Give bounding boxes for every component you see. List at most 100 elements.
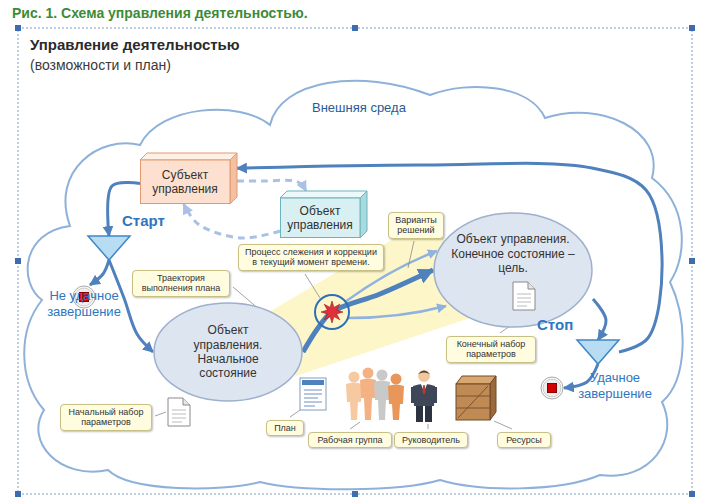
box-top-face (140, 153, 237, 160)
end-icon: Не удачное завершение (72, 285, 96, 309)
region-label: Внешняя среда (312, 100, 406, 116)
callout-text: Рабочая группа (312, 435, 388, 445)
frame-handle (689, 25, 695, 31)
person-head (377, 370, 388, 381)
document-line (172, 410, 186, 411)
crate-top (456, 376, 496, 384)
document-line (172, 422, 182, 423)
callout-box: Руководитель (394, 432, 468, 448)
leader-line (494, 421, 512, 429)
document-line (517, 294, 531, 295)
document-icon (513, 282, 535, 310)
document-line (517, 306, 527, 307)
plan-line (304, 393, 322, 395)
callout-box: Ресурсы (497, 432, 551, 448)
person-head (391, 374, 402, 385)
triangle-marker (88, 236, 130, 260)
frame-handle (352, 25, 358, 31)
document-line (172, 414, 186, 415)
stop-button-ring (541, 377, 563, 399)
person-body (388, 385, 404, 421)
box-side-face (230, 153, 237, 204)
document-icon (168, 398, 190, 426)
frame-handle (689, 258, 695, 264)
person-body (346, 383, 362, 421)
frame-handle (689, 491, 695, 497)
box-label: Субъект управления (140, 168, 230, 197)
node-outline (540, 376, 564, 400)
flow-triangle: Старт (88, 236, 130, 260)
person-head (349, 372, 360, 383)
plan-header (302, 380, 324, 385)
crate-plank (456, 408, 490, 409)
state-ellipse: Объект управления. Конечное состояние – … (433, 212, 593, 328)
callout-box: Конечный набор параметров (446, 336, 536, 363)
box-front-face (281, 198, 361, 238)
node-outline (577, 340, 619, 364)
frame-handle (15, 258, 21, 264)
plan-sheet (300, 378, 326, 410)
triangle-marker (577, 340, 619, 364)
box-front-face (141, 160, 231, 204)
callout-text: Варианты решений (392, 215, 440, 236)
leader-line (305, 274, 320, 298)
actor-box: Объект управления (280, 191, 367, 238)
environment-cloud: Внешняя средаСубъект управленияОбъект уп… (18, 66, 692, 494)
document-line (517, 298, 531, 299)
callout-box: Варианты решений (388, 212, 444, 239)
manager-suit (413, 384, 435, 406)
callout-text: Траектория выполнения плана (136, 273, 226, 294)
flow-arrow (237, 180, 306, 191)
callout-box: Процесс слежения и коррекции в текущий м… (238, 244, 384, 271)
callout-box: План (266, 420, 304, 436)
node-outline (88, 236, 130, 260)
state-label: Объект управления. Начальное состояние (182, 323, 274, 381)
flow-arrow (237, 163, 662, 352)
person-body (374, 381, 390, 421)
callout-text: Ресурсы (501, 435, 547, 445)
manager-leg (425, 406, 432, 422)
state-ellipse: Объект управления. Начальное состояние (153, 302, 303, 402)
frame-handles (15, 25, 695, 497)
plan-icon (300, 378, 326, 410)
leader-line (408, 241, 414, 268)
leader-line (350, 422, 360, 429)
flow-arrow (90, 260, 109, 285)
ellipse-outline (434, 213, 592, 327)
leader-line (290, 410, 300, 417)
control-ring (315, 295, 349, 329)
diagram-title: Управление деятельностью (30, 36, 240, 53)
start-stop-label: Старт (122, 212, 165, 230)
document-sheet (168, 398, 190, 426)
manager-head (418, 370, 430, 382)
end-icon: Удачное завершение (540, 376, 564, 400)
flow-arrow (593, 299, 606, 340)
crate-side (490, 376, 496, 420)
flow-arrow (303, 270, 433, 352)
end-label: Не удачное завершение (39, 288, 129, 319)
document-line (172, 418, 186, 419)
frame-handle (15, 491, 21, 497)
crate-plank (456, 396, 490, 397)
actor-box: Субъект управления (140, 153, 237, 204)
frame-handle (352, 491, 358, 497)
subtitle-label: (возможности и план) (30, 57, 171, 73)
frame-handle (15, 25, 21, 31)
figure-caption: Рис. 1. Схема управления деятельностью. (12, 5, 308, 21)
manager-tie (423, 385, 426, 395)
callout-text: Конечный набор параметров (450, 339, 532, 360)
cloud-outline (24, 81, 682, 490)
person-body (360, 379, 376, 421)
start-stop-label: Стоп (537, 316, 573, 334)
plan-line (304, 389, 322, 391)
plan-line (304, 401, 322, 403)
manager-leg (416, 406, 423, 422)
box-top-face (280, 191, 367, 198)
control-star (321, 301, 343, 323)
flow-triangle: Стоп (577, 340, 619, 364)
leader-line (155, 412, 166, 416)
box-label: Объект управления (280, 204, 360, 233)
document-line (517, 302, 531, 303)
stop-button-face (543, 379, 561, 397)
callout-text: Процесс слежения и коррекции в текущий м… (242, 247, 380, 268)
